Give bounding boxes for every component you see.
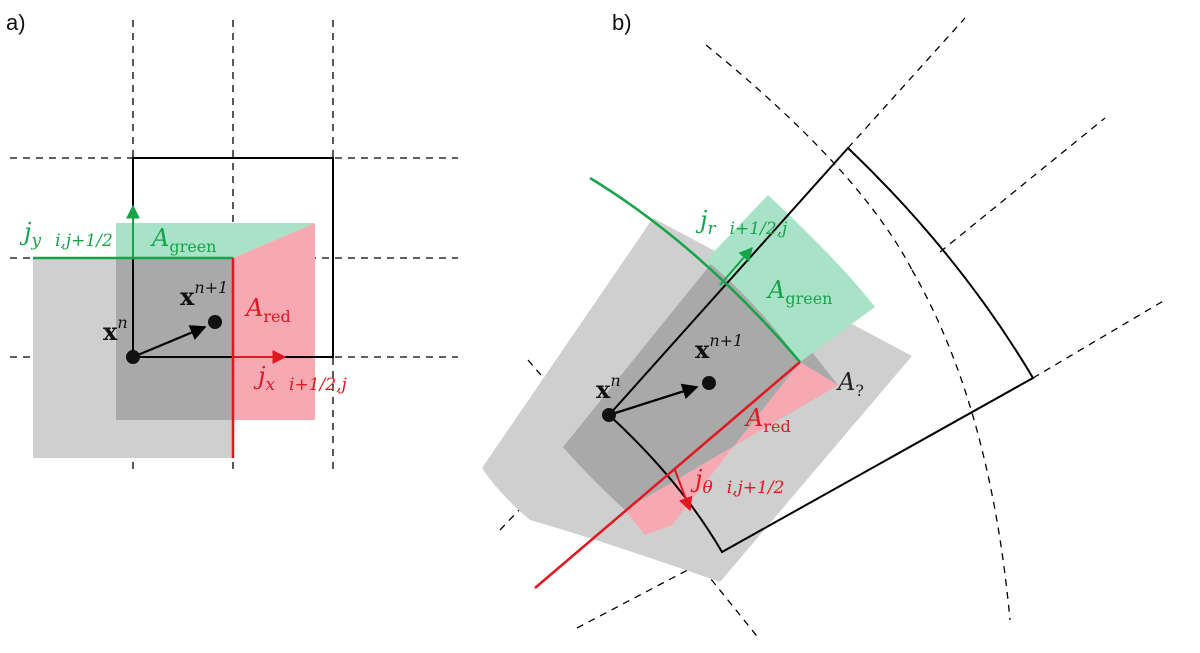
label-xn1: xn+1	[695, 331, 743, 364]
area-red	[233, 223, 315, 420]
label-a-green: Agreen	[766, 276, 832, 308]
label-a-green: Agreen	[150, 224, 216, 256]
label-xn: xn	[103, 313, 128, 346]
label-xn1: xn+1	[180, 278, 228, 311]
panel-a-label: a)	[6, 10, 26, 35]
area-green	[706, 195, 875, 362]
grid-ray	[939, 117, 1106, 253]
displacement-arrow	[608, 383, 699, 417]
point-xn	[126, 350, 140, 364]
label-a-unknown: A?	[836, 368, 864, 400]
flux-line-green	[589, 176, 801, 363]
area-red	[625, 362, 838, 535]
grid-ray	[1032, 299, 1166, 379]
area-green	[116, 223, 315, 258]
flux-arrow-r	[719, 246, 753, 286]
label-a-red: Ared	[244, 294, 291, 326]
point-xn1	[702, 376, 716, 390]
flux-arrow-theta	[674, 469, 693, 512]
label-a-red: Ared	[744, 404, 791, 436]
grid-ray	[847, 17, 966, 149]
panel-b-label: b)	[612, 10, 632, 35]
point-xn	[602, 408, 616, 422]
flux-line-red	[534, 361, 801, 589]
grid-arc	[911, 269, 1011, 621]
displacement-arrow	[132, 325, 207, 359]
point-xn1	[208, 315, 222, 329]
grid-arc	[527, 359, 761, 641]
label-xn: xn	[596, 371, 621, 404]
cell-boundary	[607, 146, 1035, 554]
